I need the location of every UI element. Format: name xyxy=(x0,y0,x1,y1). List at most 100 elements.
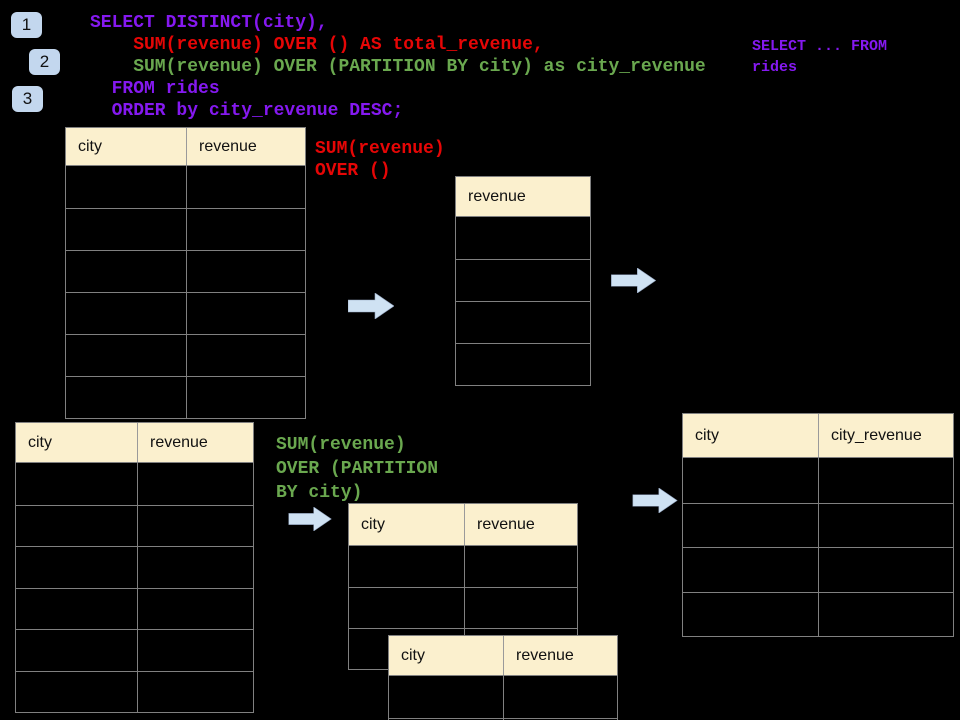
table-body xyxy=(683,458,953,636)
table-row xyxy=(349,546,577,587)
partition-label: SUM(revenue) OVER (PARTITION BY city) xyxy=(276,433,438,505)
table-row xyxy=(66,250,305,292)
table-row xyxy=(389,676,617,718)
table-cell xyxy=(137,588,253,629)
code-line-city-revenue: SUM(revenue) OVER (PARTITION BY city) as… xyxy=(90,57,706,77)
table-cell xyxy=(137,547,253,588)
table-cell xyxy=(186,209,305,250)
table-cell xyxy=(683,548,818,592)
arrow-right-icon xyxy=(288,507,332,531)
table-row xyxy=(66,166,305,208)
table-cell xyxy=(683,458,818,503)
label-line: OVER (PARTITION xyxy=(276,459,439,479)
table-cell xyxy=(16,463,137,505)
table-cell xyxy=(818,592,953,636)
code-line-total-revenue: SUM(revenue) OVER () AS total_revenue, xyxy=(90,35,544,55)
table-cell xyxy=(186,251,305,292)
table-row xyxy=(349,587,577,628)
column-header-city: city xyxy=(361,515,385,533)
table-header-row: revenue xyxy=(456,177,590,217)
table-cell xyxy=(818,503,953,547)
table-cell xyxy=(16,589,137,630)
table-city-revenue-result: city city_revenue xyxy=(682,413,954,637)
table-cell xyxy=(186,377,305,418)
label-line: BY city) xyxy=(276,483,363,503)
side-note-line: SELECT ... FROM xyxy=(752,38,888,55)
side-note-line: rides xyxy=(752,59,798,76)
table-cell xyxy=(389,676,503,718)
table-cell xyxy=(66,209,186,250)
column-header-revenue: revenue xyxy=(137,423,253,462)
sql-code-block: SELECT DISTINCT(city), SUM(revenue) OVER… xyxy=(90,12,706,122)
table-row xyxy=(456,259,590,301)
table-header-row: city revenue xyxy=(389,636,617,676)
table-cell xyxy=(503,676,617,718)
table-cell xyxy=(16,672,137,713)
table-cell xyxy=(16,506,137,547)
table-body xyxy=(16,463,253,712)
step-badge-2: 2 xyxy=(29,49,60,75)
table-cell xyxy=(456,260,590,301)
table-row xyxy=(66,208,305,250)
table-source-bottom: city revenue xyxy=(15,422,254,713)
table-row xyxy=(16,629,253,671)
table-cell xyxy=(137,463,253,505)
table-cell xyxy=(66,377,186,418)
column-header-revenue: revenue xyxy=(186,128,305,165)
table-cell xyxy=(137,505,253,546)
arrow-right-icon xyxy=(632,488,678,513)
table-header-row: city city_revenue xyxy=(683,414,953,458)
table-row xyxy=(683,591,953,637)
table-row xyxy=(456,301,590,343)
table-cell xyxy=(349,588,464,628)
code-line-select: SELECT DISTINCT(city), xyxy=(90,13,328,33)
code-line-from: FROM rides xyxy=(90,79,220,99)
column-header-revenue: revenue xyxy=(468,187,526,205)
table-body xyxy=(456,217,590,385)
table-cell xyxy=(818,548,953,592)
label-line: OVER () xyxy=(315,161,391,181)
table-cell xyxy=(683,593,818,637)
table-row xyxy=(66,334,305,376)
table-row xyxy=(16,504,253,547)
label-line: SUM(revenue) xyxy=(276,435,406,455)
table-cell xyxy=(186,335,305,376)
label-line: SUM(revenue) xyxy=(315,139,445,159)
table-body xyxy=(66,166,305,418)
table-cell xyxy=(16,547,137,588)
column-header-city: city xyxy=(695,426,719,444)
column-header-city: city xyxy=(78,137,102,155)
table-partition-overlay: city revenue xyxy=(388,635,618,720)
column-header-city-revenue: city_revenue xyxy=(818,414,953,457)
table-cell xyxy=(66,251,186,292)
arrow-right-icon xyxy=(348,293,394,319)
table-row xyxy=(456,217,590,259)
table-cell xyxy=(456,302,590,343)
table-row xyxy=(16,463,253,505)
table-row xyxy=(66,292,305,334)
table-row xyxy=(16,670,253,713)
code-line-order: ORDER by city_revenue DESC; xyxy=(90,101,404,121)
table-row xyxy=(683,502,953,548)
table-cell xyxy=(456,344,590,385)
table-header-row: city revenue xyxy=(349,504,577,546)
table-cell xyxy=(186,293,305,334)
table-cell xyxy=(186,166,305,208)
table-row xyxy=(456,343,590,385)
total-revenue-label: SUM(revenue)OVER () xyxy=(315,138,445,182)
step-badge-1: 1 xyxy=(11,12,42,38)
table-row xyxy=(683,547,953,592)
table-cell xyxy=(818,458,953,503)
table-body xyxy=(389,676,617,720)
table-cell xyxy=(66,293,186,334)
table-cell xyxy=(137,671,253,712)
table-cell xyxy=(66,166,186,208)
table-cell xyxy=(683,504,818,548)
table-row xyxy=(16,546,253,588)
column-header-city: city xyxy=(28,433,52,451)
table-partition-step: city revenue xyxy=(348,503,578,670)
table-cell xyxy=(456,217,590,259)
table-total-revenue-result: revenue xyxy=(455,176,591,386)
arrow-right-icon xyxy=(611,268,656,293)
